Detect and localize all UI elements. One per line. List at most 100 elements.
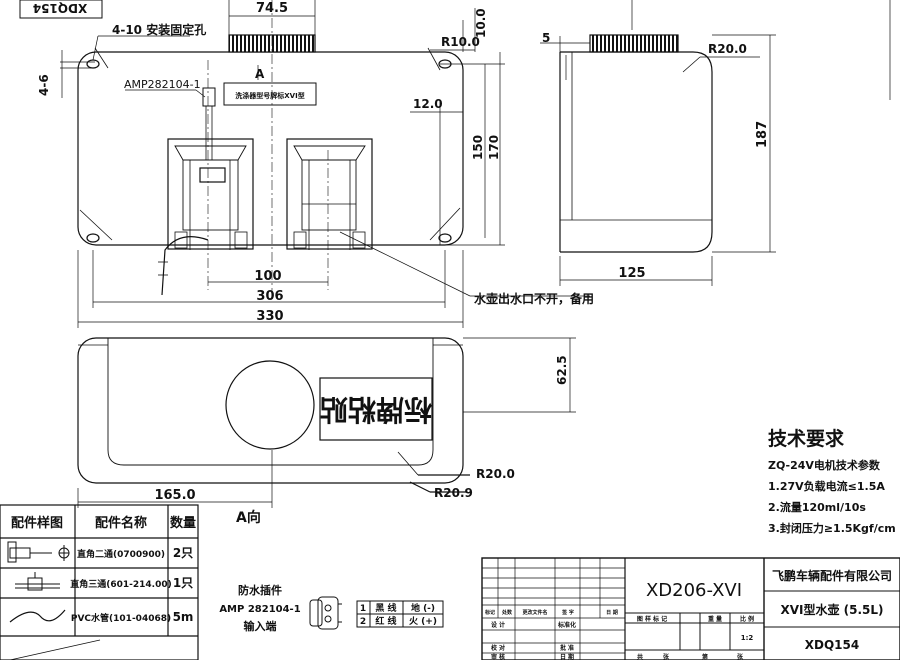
parts-header-name: 配件名称 (95, 515, 147, 531)
dim-125: 125 (618, 266, 645, 281)
plug-title-2: AMP 282104-1 (219, 604, 300, 615)
title-drawing-no: XD206-XVI (646, 580, 742, 601)
dim-150: 150 (471, 135, 485, 160)
view-a-marker: A (255, 67, 265, 81)
dim-165: 165.0 (154, 488, 195, 503)
part-name-1: 直角二通(0700900) (77, 548, 165, 560)
bottom-view (77, 337, 470, 493)
dim-10: 10.0 (474, 8, 488, 38)
connector-body (202, 87, 216, 107)
bottom-plate-text: 标牌粘贴 (320, 393, 432, 426)
label-plate (223, 82, 317, 106)
plug-title-3: 输入端 (244, 619, 277, 633)
role-std: 标准化 (557, 621, 576, 629)
mount-hole-br (438, 233, 452, 243)
dim-side-5: 5 (542, 31, 550, 45)
bottom-outline (77, 337, 464, 484)
dim-330: 330 (256, 309, 283, 324)
plug-icon (309, 596, 342, 630)
wire-2-color: 红 线 (375, 615, 396, 627)
side-dimensions (540, 0, 891, 286)
side-view (559, 34, 713, 253)
label-plate-text: 洗涤器型号牌标XVI型 (235, 91, 304, 100)
tech-line-1: ZQ-24V电机技术参数 (768, 458, 881, 472)
outlet-hose (161, 236, 209, 296)
dim-12: 12.0 (413, 97, 443, 111)
top-left-stamp: XDQ154 (19, 0, 103, 19)
tech-line-2: 1.27V负载电流≤1.5A (768, 479, 885, 493)
dim-mount-hole: 4-10 安装固定孔 (112, 22, 206, 37)
part-qty-2: 1只 (173, 576, 193, 590)
title-weight: 重 量 (708, 615, 722, 623)
view-a-direction: A向 (236, 509, 261, 526)
part-name-2: 直角三通(601-214.00) (70, 578, 171, 590)
role-design: 设 计 (491, 621, 505, 629)
role-approve: 批 准 (560, 644, 574, 652)
part-qty-3: 5m (173, 610, 194, 624)
title-scale: 1:2 (741, 634, 754, 642)
part-icon-tee (15, 572, 60, 591)
part-name-3: PVC水管(101-04068) (71, 612, 171, 624)
title-sheet-of: 张 (663, 653, 670, 660)
title-sheet-no2: 张 (737, 653, 744, 660)
mount-hole-tl (86, 59, 100, 69)
dim-r10: R10.0 (441, 35, 480, 49)
side-outline (560, 51, 713, 253)
dim-62-5: 62.5 (555, 355, 569, 385)
part-qty-1: 2只 (173, 546, 193, 560)
part-icon-pvc-hose (9, 609, 66, 623)
dim-187: 187 (755, 121, 770, 148)
title-block (481, 557, 900, 660)
outlet-note: 水壶出水口不开，备用 (474, 291, 594, 306)
rev-header-sign: 签 字 (561, 609, 574, 616)
role-date: 日 期 (560, 653, 574, 660)
bottom-plate (319, 377, 433, 441)
plug-title-1: 防水插件 (238, 583, 282, 597)
bottom-circle (225, 360, 315, 450)
parts-header-image: 配件样图 (11, 515, 63, 531)
role-check: 校 对 (491, 644, 505, 652)
title-company: 飞鹏车辆配件有限公司 (772, 568, 892, 583)
dim-r20-9: R20.9 (434, 486, 473, 500)
front-view (77, 0, 464, 300)
front-dimensions (60, 0, 590, 328)
right-pump-housing (286, 138, 373, 250)
bottom-dimensions (77, 337, 576, 508)
dim-hole-offset: 4-6 (37, 74, 51, 96)
connector-label: AMP282104-1 (124, 78, 201, 91)
dim-74-5: 74.5 (256, 1, 288, 16)
rev-header-file: 更改文件名 (522, 609, 547, 616)
side-cap (589, 34, 679, 53)
title-sheet-total: 共 (637, 653, 643, 660)
parts-table (0, 504, 199, 660)
rev-header-mark: 标记 (484, 609, 495, 616)
parts-header-qty: 数量 (170, 515, 196, 531)
title-ratio: 比 例 (740, 615, 754, 623)
rev-header-date: 日 期 (606, 609, 618, 616)
tech-line-4: 3.封闭压力≥1.5Kgf/cm (768, 521, 896, 535)
wire-2-no: 2 (360, 617, 366, 627)
wire-2-sign: 火 (+) (409, 616, 437, 627)
title-code: XDQ154 (805, 638, 859, 652)
part-icon-elbow (7, 541, 70, 563)
role-review: 审 核 (491, 653, 505, 660)
dim-100: 100 (254, 269, 281, 284)
rev-header-count: 处数 (501, 609, 513, 616)
mount-hole-bl (86, 233, 100, 243)
dim-r20-bottom: R20.0 (476, 467, 515, 481)
left-pump-housing (167, 138, 254, 250)
tech-title: 技术要求 (768, 427, 845, 450)
dim-r20-side: R20.0 (708, 42, 747, 56)
tech-line-3: 2.流量120ml/10s (768, 500, 866, 514)
wire-1-no: 1 (360, 604, 366, 614)
title-stage-mark: 图 样 标 记 (637, 615, 667, 623)
wire-1-color: 黑 线 (375, 602, 396, 614)
title-sheet-no: 第 (701, 653, 708, 660)
dim-170: 170 (487, 135, 501, 160)
wire-1-sign: 地 (-) (411, 602, 435, 614)
stamp-text: XDQ154 (33, 1, 87, 15)
wiring-table (356, 600, 444, 628)
title-product: XVI型水壶 (5.5L) (780, 602, 883, 617)
dim-306: 306 (256, 289, 283, 304)
